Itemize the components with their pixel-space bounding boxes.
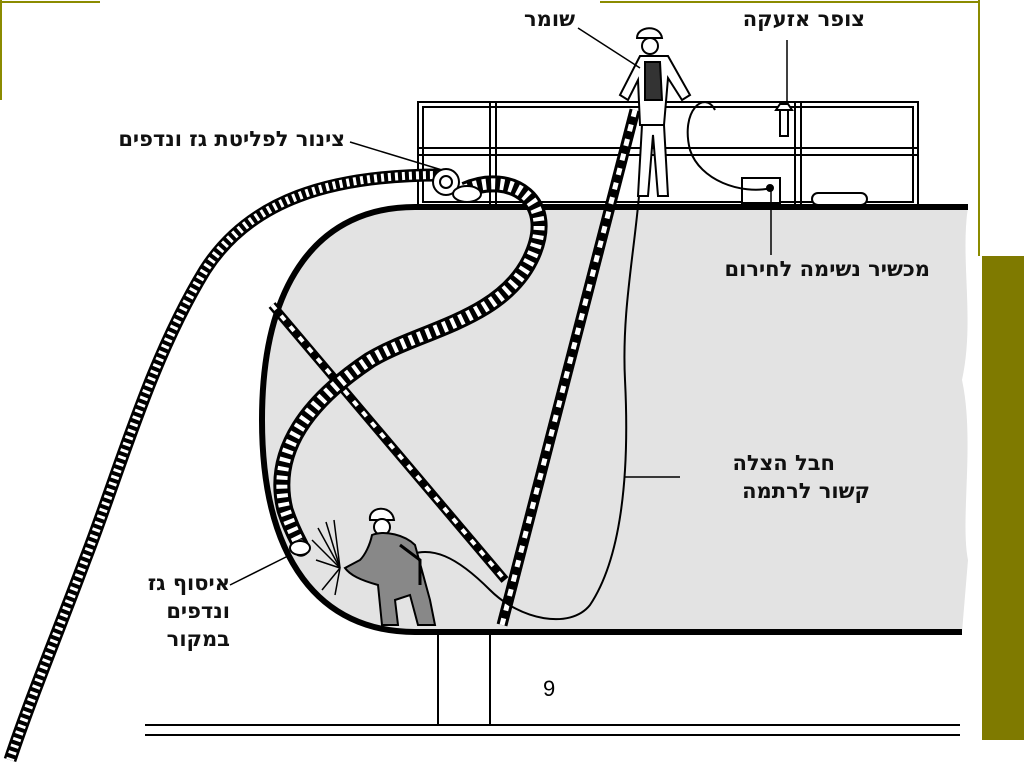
label-local-extraction-line2: ונדפים: [166, 599, 230, 623]
tank-supports: [145, 632, 960, 736]
rescue-rope: [399, 89, 644, 621]
label-rescue-rope-line2: קשור לרתמה: [742, 479, 870, 503]
welder-figure: [343, 507, 437, 626]
exhaust-hose-inside: [273, 175, 548, 557]
welding-spark-icon: [311, 519, 341, 596]
label-guard: שומר: [524, 7, 575, 31]
label-rescue-rope-line1: חבל הצלה: [732, 451, 835, 475]
label-local-extraction-line3: במקור: [166, 627, 230, 651]
exhaust-hose-outside-ribs: [6, 171, 441, 762]
blower-fitting: [432, 168, 482, 203]
guard-rail: [417, 101, 919, 208]
label-exhaust-pipe: צינור לפליטת גז ונדפים: [118, 127, 345, 151]
accent-sidebar: [982, 256, 1024, 740]
label-alarm-horn: צופר אזעקה: [742, 7, 865, 31]
diagonal-strut: [268, 302, 509, 583]
air-supply-line: [686, 101, 773, 191]
guard-figure: [618, 27, 692, 197]
label-breathing-apparatus: מכשיר נשימה לחירום: [724, 257, 931, 281]
tank-body: [262, 207, 968, 632]
page-number: 9: [543, 676, 556, 701]
hose-intake-nozzle: [289, 540, 311, 556]
tank-end-cap: [258, 204, 416, 635]
breathing-apparatus-box: [741, 177, 868, 206]
leader-lines: [229, 27, 788, 586]
ladder: [496, 108, 641, 627]
alarm-horn-icon: [774, 103, 794, 137]
label-local-extraction-line1: איסוף גז: [147, 571, 230, 595]
